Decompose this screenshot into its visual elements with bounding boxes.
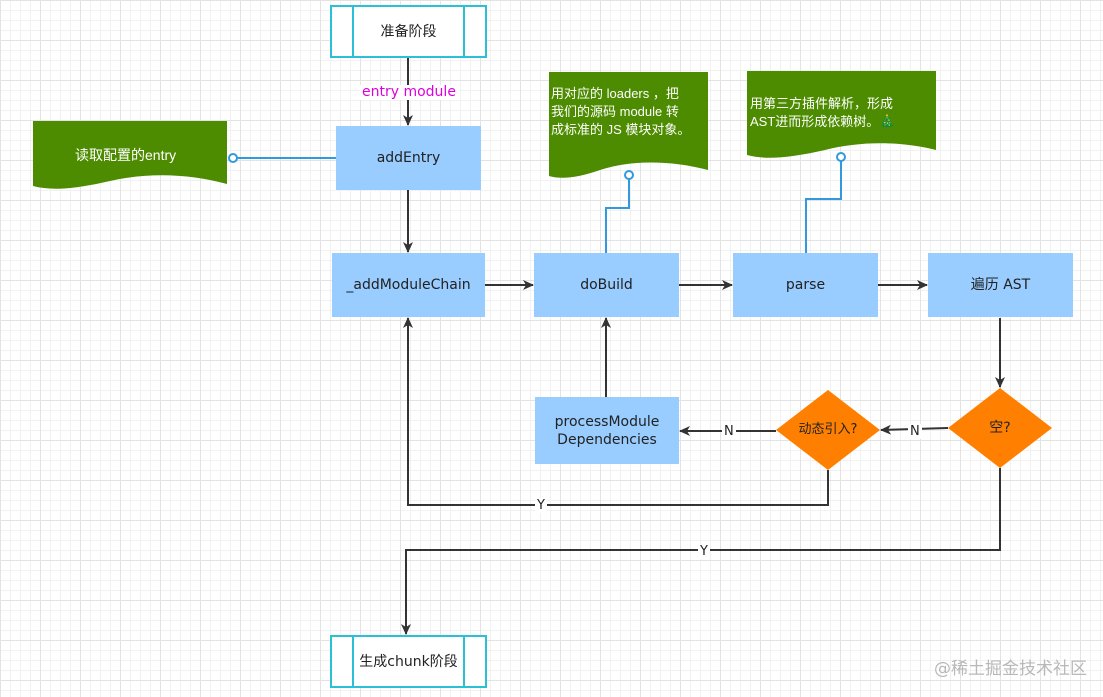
note-connectors: [233, 157, 842, 253]
note-ast: 用第三方插件解析，形成 AST进而形成依赖树。🎄: [750, 95, 934, 131]
edge-label-entry-module: entry module: [360, 84, 458, 100]
process-dependencies-label-line2: Dependencies: [557, 431, 657, 448]
empty-label: 空?: [989, 420, 1011, 436]
prepare-stage-node[interactable]: 准备阶段: [330, 5, 487, 58]
note-read-entry: 读取配置的entry: [75, 146, 176, 164]
traverse-ast-label: 遍历 AST: [970, 277, 1031, 293]
parse-label: parse: [785, 277, 826, 293]
note-ast-shape: [747, 71, 936, 158]
edge-dynamic-yes-to-chain: [403, 317, 829, 506]
dynamic-import-decision[interactable]: 动态引入?: [776, 416, 880, 444]
add-module-chain-node[interactable]: _addModuleChain: [332, 253, 485, 317]
empty-decision[interactable]: 空?: [948, 414, 1052, 442]
chunk-stage-label: 生成chunk阶段: [359, 653, 458, 670]
note-loaders-line3: 成标准的 JS 模块对象。: [551, 122, 691, 137]
traverse-ast-node[interactable]: 遍历 AST: [928, 253, 1073, 317]
add-entry-label: addEntry: [376, 150, 441, 166]
decision-empty-shape: [948, 388, 1052, 468]
edge-label-y-dynamic: Y: [535, 498, 547, 513]
edge-label-n-empty: N: [908, 424, 922, 439]
dynamic-import-label: 动态引入?: [798, 422, 858, 437]
note-loaders-line2: 我们的源码 module 转: [551, 104, 679, 119]
edge-label-n-dynamic: N: [722, 424, 736, 439]
note-ast-line2: AST进而形成依赖树。🎄: [750, 114, 896, 129]
watermark: @稀土掘金技术社区: [934, 659, 1087, 679]
process-dependencies-label-line1: processModule: [554, 413, 660, 430]
do-build-node[interactable]: doBuild: [534, 253, 679, 317]
add-entry-node[interactable]: addEntry: [336, 126, 481, 190]
note-read-entry-text: 读取配置的entry: [75, 147, 177, 163]
note-ast-line1: 用第三方插件解析，形成: [750, 96, 894, 111]
parse-node[interactable]: parse: [733, 253, 878, 317]
do-build-label: doBuild: [580, 277, 633, 293]
add-module-chain-label: _addModuleChain: [346, 277, 471, 293]
decision-dynamic-import-shape: [776, 390, 880, 470]
edge-label-y-empty: Y: [698, 544, 710, 559]
chunk-stage-node[interactable]: 生成chunk阶段: [330, 635, 487, 688]
process-dependencies-node[interactable]: processModule Dependencies: [535, 397, 679, 464]
prepare-stage-label: 准备阶段: [380, 23, 437, 40]
connector-endpoints: [228, 152, 846, 180]
note-read-entry-shape: [33, 121, 227, 189]
note-loaders-shape: [549, 72, 708, 178]
note-loaders: 用对应的 loaders ，把 我们的源码 module 转 成标准的 JS 模…: [551, 85, 707, 139]
note-loaders-line1: 用对应的 loaders ，把: [551, 86, 679, 101]
